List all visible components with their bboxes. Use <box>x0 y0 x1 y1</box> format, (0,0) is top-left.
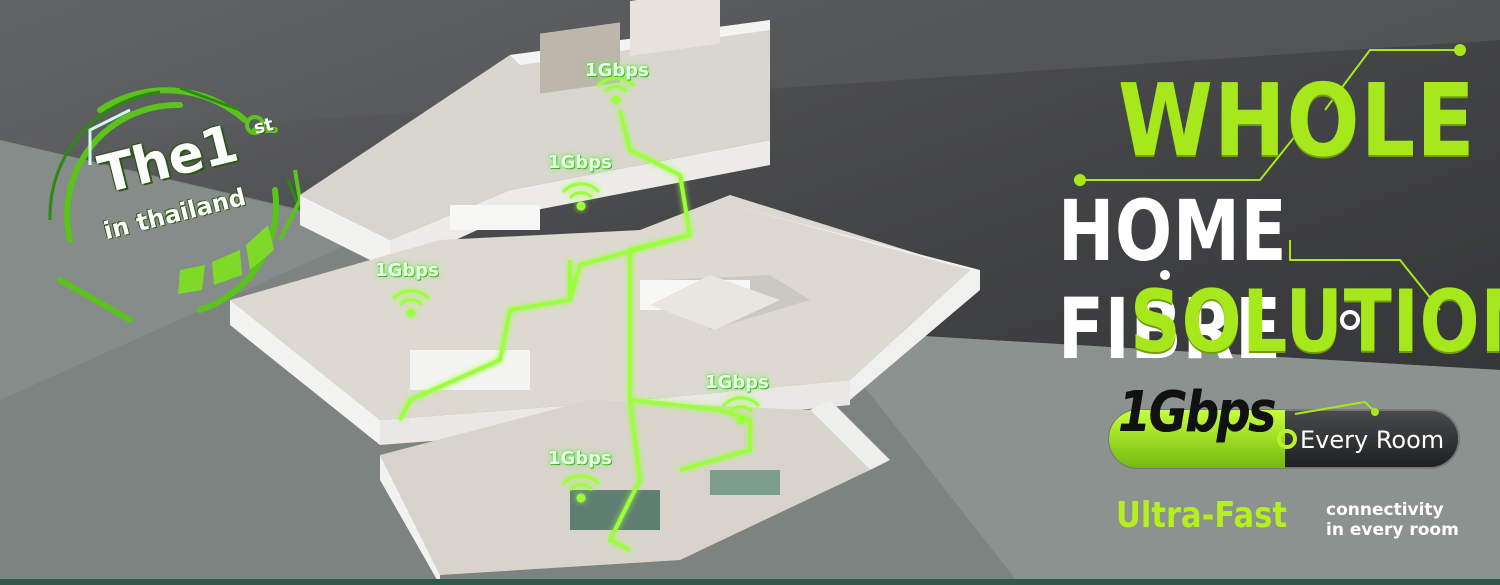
headline-solution: SOLUTION <box>1130 272 1500 372</box>
house-drawing <box>230 0 980 585</box>
headline-home-fibre: HOME FIBRE <box>1058 182 1288 378</box>
badge-ring <box>48 86 303 323</box>
speed-label-middle-bedroom: 1Gbps <box>375 260 439 281</box>
first-in-thailand-badge: The1 st in thailand <box>30 70 320 330</box>
circuit-lines <box>1074 44 1466 330</box>
house-cutaway-illustration: 1Gbps 1Gbps 1Gbps 1Gbps 1Gbps <box>210 0 1000 585</box>
tagline-connectivity: connectivity <box>1326 500 1444 520</box>
speed-label-side-room: 1Gbps <box>705 372 769 393</box>
wifi-icon <box>561 182 601 211</box>
tagline-ultra-fast: Ultra-Fast <box>1116 495 1288 536</box>
headline-whole: WHOLE <box>1118 62 1476 179</box>
speed-label-ground-living: 1Gbps <box>548 448 612 469</box>
tagline-in-every-room: in every room <box>1326 520 1459 540</box>
pill-every-room: Every Room <box>1300 426 1445 454</box>
wifi-icon <box>721 396 761 425</box>
speed-label-living-room: 1Gbps <box>548 152 612 173</box>
bottom-accent-bar <box>0 579 1500 585</box>
wifi-icon <box>561 474 601 503</box>
speed-label-top-bedroom: 1Gbps <box>585 60 649 81</box>
pill-speed-text: 1Gbps <box>1118 380 1276 445</box>
wifi-icon <box>596 76 636 105</box>
wifi-icon <box>391 289 431 318</box>
speed-pill <box>1108 400 1460 469</box>
